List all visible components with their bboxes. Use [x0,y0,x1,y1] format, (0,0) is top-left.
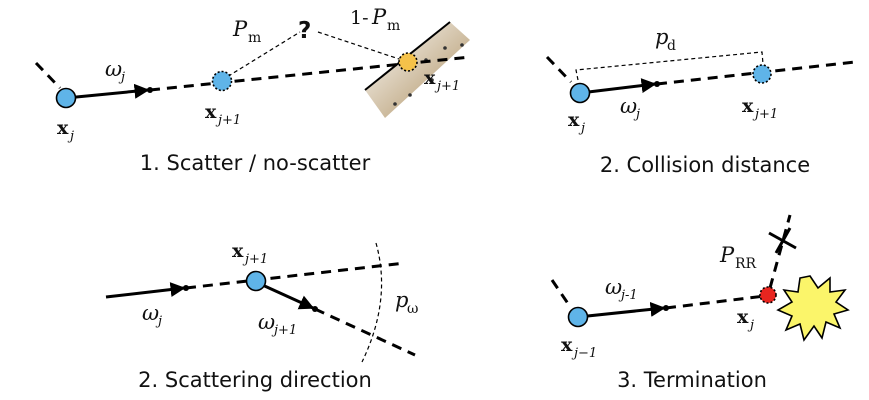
label-omega-out-sub: j+1 [271,323,297,338]
caption-1: 1. Scatter / no-scatter [140,151,371,175]
label-x: x [232,240,244,262]
direction-arrow [65,83,150,100]
label-x-sub: j+1 [242,252,268,267]
outgoing-ray [314,307,416,357]
direction-arrow [577,301,666,319]
label-x: x [737,306,749,328]
distance-bracket [575,51,764,81]
label-pw: p [395,288,408,312]
vertex-surface [398,52,418,72]
label-x-surface: x [424,67,436,89]
vertex-xj [55,87,77,109]
panel-scatter: x j ω j x j+1 P m ? 1- P m x j+1 1. Scat… [34,5,471,175]
label-pm2: P [371,5,387,29]
caption-2: 2. Collision distance [600,153,810,177]
starburst-icon [776,275,850,342]
label-prr-sub: RR [735,256,757,272]
ray-path [149,55,471,92]
label-pm-sub: m [248,30,261,46]
label-omega-out: ω [258,310,275,334]
phase-arc [361,242,383,363]
label-omega-in-sub: j [155,314,162,329]
label-x-surface-sub: j+1 [434,79,460,94]
branch-line-a [221,31,301,81]
incoming-ray [545,55,573,84]
vertex-xj [569,82,591,104]
incoming-ray [34,61,62,90]
label-one-minus: 1- [350,7,369,29]
panel-termination: ω j-1 P RR x j x j−1 3. Termination [550,214,850,392]
terminated-ray [768,214,792,289]
label-pd: p [655,25,668,49]
vertex-prev [567,306,589,328]
continued-ray [185,261,406,290]
label-omega-sub: j [633,107,640,122]
label-pm: P [232,17,248,41]
label-x-next: x [742,95,754,117]
vertex-scatter [245,270,267,292]
label-omega-sub: j-1 [618,288,638,303]
label-omega: ω [605,275,622,299]
label-x-prev: x [561,334,573,356]
question-mark: ? [298,18,311,44]
label-x-sub: j [578,121,585,136]
label-x-sub: j [67,129,74,144]
label-x-prev-sub: j−1 [571,346,597,361]
branch-line-b [317,31,409,63]
incoming-ray [550,279,573,309]
ray-path [665,294,766,310]
direction-arrow [579,78,657,95]
outgoing-arrow [257,281,315,310]
caption-4: 3. Termination [617,368,767,392]
label-pd-sub: d [667,38,676,54]
vertex-next [752,64,772,84]
label-omega-in: ω [142,301,159,325]
cross-mark-icon [768,227,797,254]
label-x: x [568,109,580,131]
label-x-next-sub: j+1 [215,113,241,128]
panel-collision: p d x j ω j x j+1 2. Collision distance [545,25,856,177]
label-omega: ω [105,57,122,81]
label-pw-sub: ω [407,301,418,317]
label-omega-sub: j [118,70,125,85]
vertex-terminal [759,286,777,304]
label-x: x [57,117,69,139]
surface-hatch-icon [364,21,470,118]
label-x-sub: j [747,318,754,333]
label-pm2-sub: m [387,18,400,34]
caption-3: 2. Scattering direction [138,368,372,392]
incoming-arrow [105,282,186,299]
panel-scattering-direction: x j+1 ω j ω j+1 p ω 2. Scattering direct… [105,240,418,392]
label-omega: ω [620,94,637,118]
label-x-next: x [205,101,217,123]
label-prr: P [719,243,735,267]
label-x-next-sub: j+1 [752,107,778,122]
vertex-medium [211,70,233,92]
